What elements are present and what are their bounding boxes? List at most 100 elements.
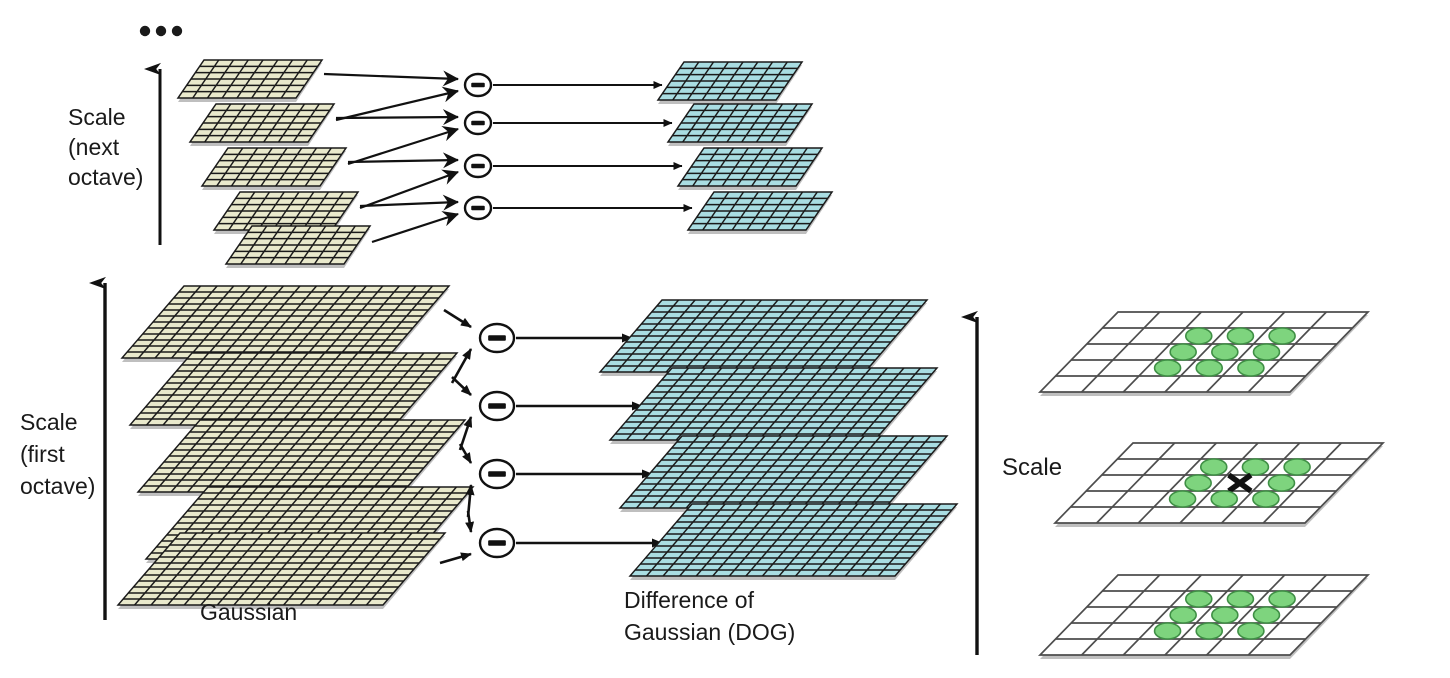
neighbor-sample-circle [1153, 622, 1182, 640]
extrema-grid-middle-gridline-v [1221, 442, 1301, 524]
minus-input-arrow-first-0-b [450, 348, 473, 384]
minus-input-arrow-next-2-b [359, 169, 459, 210]
scale-label-next-line3: octave) [68, 164, 143, 190]
gaussian-plane-next-3 [212, 191, 360, 234]
extrema-grid-upper-gridline-v [1122, 311, 1202, 393]
extrema-grid-upper-gridline-v [1081, 311, 1161, 393]
gaussian-plane-first-4 [116, 532, 447, 609]
minus-operator-first-3 [478, 527, 516, 559]
gaussian-plane-next-4 [224, 225, 372, 268]
minus-operator-first-2 [478, 458, 516, 490]
caption-dog-line1: Difference of [624, 587, 755, 613]
minus-input-arrow-next-0-a [323, 70, 459, 87]
neighbor-sample-circle [1169, 606, 1197, 624]
scale-label-next-octave: Scale (next octave) [68, 104, 143, 190]
extrema-grid-middle-gridline-v [1179, 442, 1259, 524]
next-octave-dog-planes [493, 61, 834, 234]
first-octave-minus-operators [439, 308, 516, 565]
scale-label-next-line2: (next [68, 134, 120, 160]
scale-label-first-line1: Scale [20, 409, 78, 435]
extrema-detection-planes [1037, 311, 1386, 659]
dog-plane-next-0 [656, 61, 804, 104]
caption-dog-line2: Gaussian (DOG) [624, 619, 795, 645]
minus-input-arrow-first-1-b [458, 416, 473, 451]
neighbor-sample-circle [1211, 343, 1239, 361]
gaussian-plane-first-1 [128, 352, 459, 429]
minus-operator-next-3-minus-glyph [471, 205, 485, 211]
minus-operator-first-1-minus-glyph [488, 403, 506, 409]
extrema-grid-upper-gridline-v [1164, 311, 1244, 393]
extrema-grid-lower-gridline-v [1122, 574, 1202, 656]
extrema-grid-lower-gridline-v [1247, 574, 1327, 656]
gaussian-plane-next-0 [176, 59, 324, 102]
dog-plane-first-2 [618, 435, 949, 512]
neighbor-sample-circle [1184, 590, 1213, 608]
dog-plane-next-3 [686, 191, 834, 234]
dog-plane-next-2 [676, 147, 824, 190]
neighbor-sample-circle [1195, 622, 1224, 640]
extrema-grid-middle-gridline-v [1262, 442, 1342, 524]
extrema-grid-upper-gridline-v [1206, 311, 1286, 393]
neighbor-sample-circle [1184, 327, 1213, 345]
scale-label-first-line3: octave) [20, 473, 95, 499]
minus-operator-next-3 [463, 195, 493, 221]
neighbor-sample-circle [1184, 474, 1212, 492]
neighbor-sample-circle [1211, 606, 1239, 624]
dog-plane-first-1 [608, 367, 939, 444]
neighbor-sample-circle [1199, 458, 1228, 476]
scale-label-next-line1: Scale [68, 104, 126, 130]
neighbor-sample-circle [1241, 458, 1270, 476]
minus-operator-next-0-minus-glyph [471, 82, 485, 88]
extrema-plane-lower [1037, 574, 1371, 659]
minus-input-arrow-next-1-b [347, 125, 459, 166]
minus-input-arrow-first-3-b [439, 552, 472, 565]
dog-plane-first-3 [628, 503, 959, 580]
extrema-grid-upper-gridline-v [1247, 311, 1327, 393]
neighbor-sample-circle [1268, 327, 1296, 345]
minus-operator-next-1-minus-glyph [471, 120, 485, 126]
minus-input-arrow-first-0-a [443, 308, 472, 329]
extrema-grid-lower-gridline-v [1164, 574, 1244, 656]
extrema-grid-middle-gridline-v [1096, 442, 1176, 524]
minus-operator-first-2-minus-glyph [488, 471, 506, 477]
neighbor-sample-circle [1237, 622, 1265, 640]
neighbor-sample-circle [1153, 359, 1182, 377]
extrema-grid-lower-gridline-v [1081, 574, 1161, 656]
scale-label-first-octave: Scale (first octave) [20, 409, 95, 499]
scale-label-first-line2: (first [20, 441, 65, 467]
gaussian-plane-first-2 [136, 419, 467, 496]
minus-operator-next-1 [463, 110, 493, 136]
neighbor-sample-circle [1252, 490, 1280, 508]
minus-input-arrow-next-3-b [371, 211, 459, 244]
extremum-x-stroke-b [1227, 472, 1253, 494]
minus-input-arrow-first-3-a [465, 510, 475, 533]
gaussian-plane-next-2 [200, 147, 348, 190]
neighbor-sample-circle [1252, 343, 1281, 361]
ellipsis-dots [139, 25, 183, 37]
neighbor-sample-circle [1226, 590, 1255, 608]
extremum-x-marker [1227, 472, 1253, 494]
neighbor-sample-circle [1252, 606, 1281, 624]
minus-input-arrow-first-2-a [458, 443, 473, 464]
extrema-plane-upper [1037, 311, 1371, 396]
minus-operator-next-2 [463, 153, 493, 179]
neighbor-sample-circle [1195, 359, 1224, 377]
neighbor-sample-circle [1237, 359, 1265, 377]
minus-input-arrow-next-2-a [347, 152, 459, 169]
right-scale-label: Scale [1002, 454, 1062, 481]
next-octave-gaussian-planes [176, 59, 372, 268]
extrema-grid-middle-gridline-v [1137, 442, 1217, 524]
extrema-grid-lower-gridline-v [1206, 574, 1286, 656]
gaussian-plane-next-1 [188, 103, 336, 146]
caption-gaussian: Gaussian [200, 599, 297, 625]
minus-operator-first-1 [478, 390, 516, 422]
minus-input-arrow-first-1-a [451, 376, 472, 396]
minus-input-arrow-next-3-a [359, 194, 459, 211]
neighbor-sample-circle [1168, 490, 1197, 508]
gaussian-plane-first-0 [120, 285, 451, 362]
minus-input-arrow-next-1-a [335, 109, 459, 126]
dog-plane-first-0 [598, 299, 929, 376]
minus-operator-next-2-minus-glyph [471, 163, 485, 169]
minus-operator-first-0 [478, 322, 516, 354]
